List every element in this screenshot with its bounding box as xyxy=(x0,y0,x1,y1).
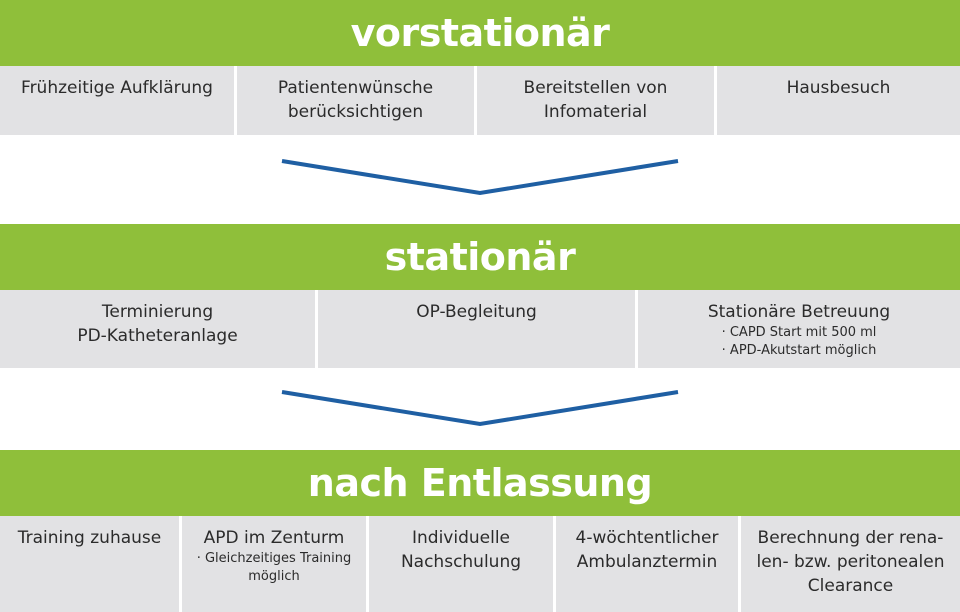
step-card: OP-Begleitung xyxy=(318,290,638,368)
step-title: Hausbesuch xyxy=(786,78,891,98)
step-title: Individuelle Nachschulung xyxy=(400,528,522,572)
chevron-down-icon xyxy=(281,159,679,196)
stage-header-vorstationaer: vorstationär xyxy=(0,0,960,66)
step-card: Frühzeitige Aufklärung xyxy=(0,66,237,135)
stage-items-stationaer: Terminierung PD-Katheteranlage OP-Beglei… xyxy=(0,290,960,368)
stage-header-nach-entlassung: nach Entlassung xyxy=(0,450,960,516)
step-title: APD im Zenturm xyxy=(203,528,345,548)
step-card: Bereitstellen von Infomaterial xyxy=(477,66,717,135)
step-title: Training zuhause xyxy=(17,528,162,548)
step-card: Individuelle Nachschulung xyxy=(369,516,556,612)
stage-header-stationaer: stationär xyxy=(0,224,960,290)
step-title: Terminierung PD-Katheteranlage xyxy=(77,302,238,346)
step-title: Bereitstellen von Infomaterial xyxy=(523,78,668,122)
step-note: · CAPD Start mit 500 ml · APD-Akutstart … xyxy=(721,325,877,358)
stage-items-nach-entlassung: Training zuhause APD im Zenturm · Gleich… xyxy=(0,516,960,612)
chevron-down-icon xyxy=(281,390,679,427)
step-card: APD im Zenturm · Gleichzeitiges Training… xyxy=(182,516,369,612)
step-title: OP-Begleitung xyxy=(416,302,537,322)
step-title: Stationäre Betreuung xyxy=(707,302,891,322)
step-card: Training zuhause xyxy=(0,516,182,612)
step-title: Berechnung der rena- len- bzw. peritonea… xyxy=(756,528,945,596)
step-title: Frühzeitige Aufklärung xyxy=(21,78,213,98)
step-card: Stationäre Betreuung · CAPD Start mit 50… xyxy=(638,290,960,368)
step-card: Hausbesuch xyxy=(717,66,960,135)
step-card: 4-wöchtentlicher Ambulanztermin xyxy=(556,516,741,612)
step-card: Berechnung der rena- len- bzw. peritonea… xyxy=(741,516,960,612)
stage-items-vorstationaer: Frühzeitige Aufklärung Patientenwünsche … xyxy=(0,66,960,135)
step-card: Patientenwünsche berücksichtigen xyxy=(237,66,477,135)
step-note: · Gleichzeitiges Training möglich xyxy=(196,551,352,584)
step-title: Patientenwünsche berücksichtigen xyxy=(277,78,434,122)
step-card: Terminierung PD-Katheteranlage xyxy=(0,290,318,368)
step-title: 4-wöchtentlicher Ambulanztermin xyxy=(575,528,719,572)
